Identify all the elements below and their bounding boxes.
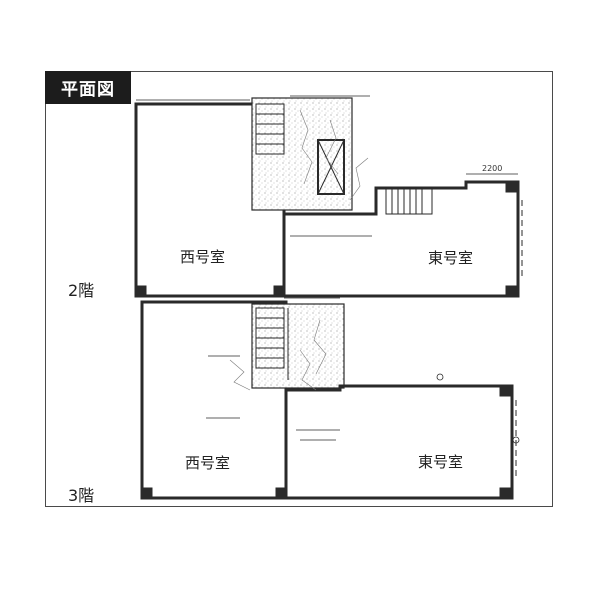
floor-3-label: 3階 bbox=[68, 486, 95, 505]
floor-2-balcony-stair bbox=[385, 187, 433, 215]
floor-2-dimension-label: 2200 bbox=[482, 164, 503, 173]
floor-2-west-room-label: 西号室 bbox=[180, 248, 226, 266]
floor-3-east-room-label: 東号室 bbox=[418, 453, 464, 471]
page-title: 平面図 bbox=[45, 71, 131, 104]
floor-3-plan bbox=[140, 300, 520, 500]
floor-2-east-room-label: 東号室 bbox=[428, 249, 474, 267]
floor-3-core bbox=[251, 303, 345, 389]
floor-3-west-room-label: 西号室 bbox=[185, 454, 231, 472]
floor-3-east-room bbox=[284, 384, 514, 500]
floor-2-plan bbox=[134, 95, 523, 299]
drawing-noise bbox=[229, 109, 369, 391]
floor-2-shaft bbox=[317, 139, 345, 195]
floor-2-label: 2階 bbox=[68, 281, 95, 300]
floor-2-stair bbox=[255, 103, 285, 155]
floor-2-east-room bbox=[282, 180, 520, 298]
